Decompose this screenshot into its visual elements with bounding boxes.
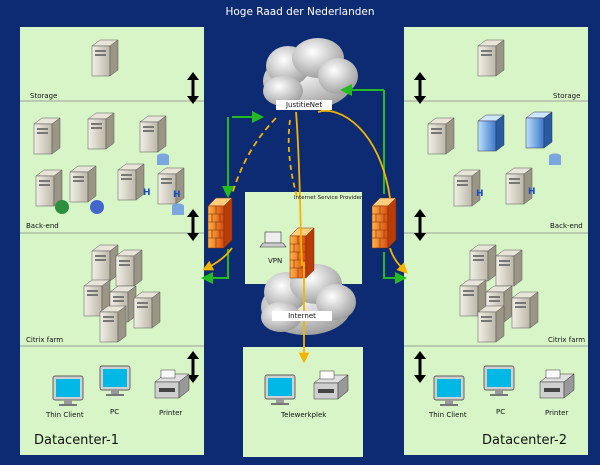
justitienet-cloud-icon	[263, 38, 358, 109]
storage-server-icon	[91, 39, 119, 77]
citrix-server-icon	[477, 305, 505, 343]
citrix-server-icon	[133, 291, 161, 329]
backend-server-icon	[87, 112, 115, 150]
backend-server-icon	[505, 167, 533, 205]
citrix-server-icon	[495, 249, 523, 287]
storage-label-left: Storage	[30, 92, 58, 100]
link-icon	[287, 119, 299, 201]
ha-badge: H	[476, 189, 484, 199]
telework-label: Telewerkplek	[281, 411, 327, 419]
backend-server-icon	[117, 163, 145, 201]
ha-badge: H	[173, 190, 181, 200]
printer-label-right: Printer	[545, 409, 569, 417]
datacenter-1-title: Datacenter-1	[34, 433, 119, 448]
backend-server-icon	[477, 114, 505, 152]
storage-server-icon	[477, 39, 505, 77]
arrow-icon	[201, 249, 229, 284]
citrix-server-icon	[99, 305, 127, 343]
pc-label-right: PC	[496, 408, 506, 416]
thin-client-label-left: Thin Client	[46, 411, 84, 419]
backend-server-icon	[427, 117, 455, 155]
backend-server-icon	[69, 165, 97, 203]
backend-server-icon	[453, 169, 481, 207]
ha-badge: H	[143, 188, 151, 198]
firewall-right-icon	[371, 197, 397, 249]
backend-server-icon	[33, 117, 61, 155]
isp-label: Internet Service Provider	[294, 195, 363, 201]
justitienet-label: JustitieNet	[276, 100, 332, 110]
link-icon	[295, 111, 303, 267]
telework-panel	[243, 347, 363, 457]
link-icon	[231, 117, 277, 195]
citrix-server-icon	[511, 291, 539, 329]
datacenter-2-title: Datacenter-2	[482, 433, 567, 448]
backend-server-icon	[35, 169, 63, 207]
vpn-device-icon	[259, 231, 287, 248]
citrix-server-icon	[91, 244, 119, 282]
firewall-left-icon	[207, 197, 233, 249]
citrix-server-icon	[469, 244, 497, 282]
backend-server-icon	[525, 111, 553, 149]
storage-label-right: Storage	[553, 92, 581, 100]
globe-icon	[55, 200, 69, 214]
backend-server-icon	[139, 115, 167, 153]
citrix-server-icon	[115, 249, 143, 287]
diagram-title: Hoge Raad der Nederlanden	[225, 6, 375, 18]
backend-label-right: Back-end	[550, 222, 583, 230]
citrix-label-left: Citrix farm	[26, 336, 64, 344]
web-icon	[90, 200, 104, 214]
arrow-icon	[383, 252, 407, 284]
internet-label: Internet	[272, 311, 332, 321]
link-icon	[202, 247, 233, 271]
citrix-label-right: Citrix farm	[548, 336, 586, 344]
vpn-label: VPN	[268, 257, 283, 265]
thin-client-label-right: Thin Client	[429, 411, 467, 419]
backend-label-left: Back-end	[26, 222, 59, 230]
link-icon	[317, 110, 391, 199]
link-icon	[389, 247, 408, 274]
ha-badge: H	[528, 187, 536, 197]
printer-label-left: Printer	[159, 409, 183, 417]
pc-label-left: PC	[110, 408, 120, 416]
